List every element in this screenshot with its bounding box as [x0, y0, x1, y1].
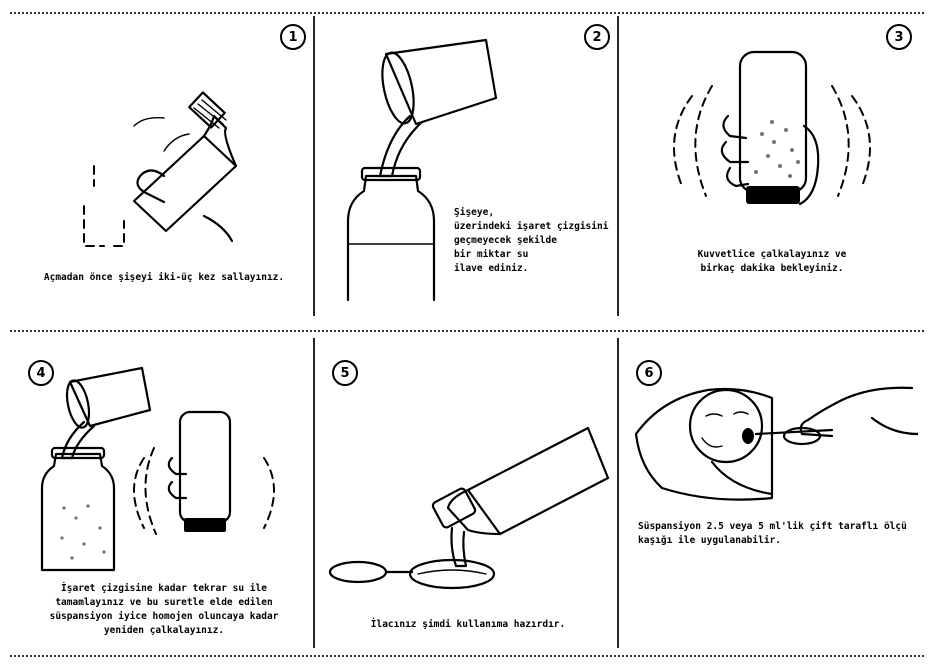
step-2-caption-line-1: Şişeye, — [454, 207, 495, 218]
step-5-caption: İlacınız şimdi kullanıma hazırdır. — [370, 619, 566, 630]
pouring-water-illustration — [346, 38, 498, 302]
pouring-into-spoon-illustration — [328, 426, 610, 590]
step-6-caption-line-2: kaşığı ile uygulanabilir. — [638, 535, 781, 546]
step-1-caption: Açmadan önce şişeyi iki-üç kez sallayını… — [43, 272, 285, 283]
step-4-number: 4 — [28, 360, 54, 386]
suspension-dots — [60, 504, 106, 560]
step-5-number: 5 — [332, 360, 358, 386]
step-6-caption: Süspansiyon 2.5 veya 5 ml'lik çift taraf… — [638, 520, 914, 548]
step-3-caption: Kuvvetlice çalkalayınız ve birkaç dakika… — [662, 248, 882, 276]
divider-top-2 — [617, 16, 619, 316]
step-3-caption-line-2: birkaç dakika bekleyiniz. — [700, 263, 844, 274]
step-4-caption-line-2: tamamlayınız ve bu suretle elde edilen — [55, 597, 273, 608]
step-6-number: 6 — [636, 360, 662, 386]
step-4-panel: 4 İşaret çizgisine kadar — [14, 338, 310, 650]
divider-bottom-2 — [617, 338, 619, 648]
step-4-caption: İşaret çizgisine kadar tekrar su ile tam… — [24, 582, 304, 638]
step-1-number: 1 — [280, 24, 306, 50]
powder-speckle — [754, 120, 800, 178]
shaking-bottle-illustration — [83, 91, 238, 247]
step-2-panel: 2 Şişeye, üzerindeki işaret çizgisini ge… — [318, 16, 614, 316]
divider-bottom-1 — [313, 338, 315, 648]
step-3-number: 3 — [886, 24, 912, 50]
divider-top-1 — [313, 16, 315, 316]
step-2-caption-line-2: üzerindeki işaret çizgisini — [454, 221, 609, 232]
step-3-caption-line-1: Kuvvetlice çalkalayınız ve — [697, 249, 847, 260]
step-5-panel: 5 İlacınız şimdi kullanıma hazırdır. — [318, 338, 614, 650]
step-2-caption-line-5: ilave ediniz. — [454, 263, 529, 274]
step-4-caption-line-1: İşaret çizgisine kadar tekrar su ile — [61, 583, 267, 594]
border-middle — [10, 330, 924, 332]
step-1-panel: 1 Açmadan önce şişeyi iki-üç kez sallayı… — [14, 16, 310, 316]
step-6-caption-line-1: Süspansiyon 2.5 veya 5 ml'lik çift taraf… — [638, 521, 907, 532]
step-2-caption-line-3: geçmeyecek şekilde — [454, 235, 557, 246]
border-top — [10, 12, 924, 14]
step-2-number: 2 — [584, 24, 610, 50]
step-2-caption: Şişeye, üzerindeki işaret çizgisini geçm… — [454, 206, 614, 276]
step-3-panel: 3 Kuvvetlice çalkalayı — [622, 16, 918, 316]
shaking-upside-down-bottle-illustration — [673, 50, 871, 206]
step-2-caption-line-4: bir miktar su — [454, 249, 529, 260]
step-4-caption-line-4: yeniden çalkalayınız. — [103, 625, 225, 636]
border-bottom — [10, 655, 924, 657]
child-taking-medicine-illustration — [634, 386, 918, 501]
step-6-panel: 6 Süspansiyon 2.5 veya 5 ml'lik çift tar… — [622, 338, 918, 650]
step-4-caption-line-3: süspansiyon iyice homojen oluncaya kadar — [49, 611, 279, 622]
refill-and-shake-illustration — [40, 366, 275, 572]
